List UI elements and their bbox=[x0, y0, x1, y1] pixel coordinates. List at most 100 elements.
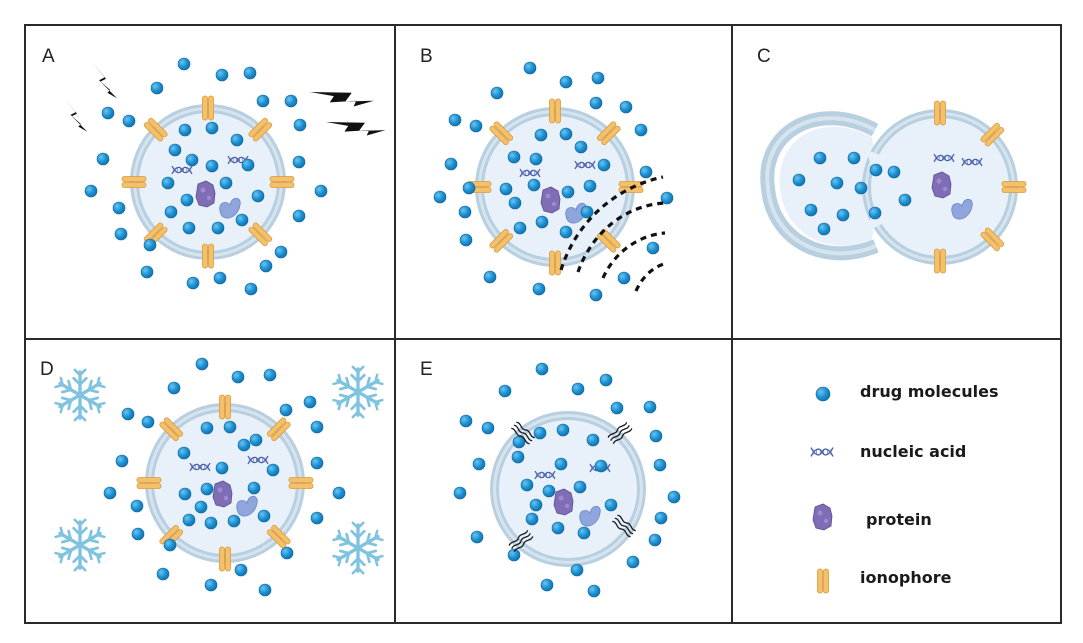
panel-label-a: A bbox=[42, 46, 55, 67]
drug-molecule bbox=[577, 526, 591, 540]
ionophore-icon bbox=[489, 121, 514, 146]
drug-molecule bbox=[84, 184, 98, 198]
ionophore-icon bbox=[489, 228, 514, 253]
panel-grid bbox=[24, 24, 1062, 624]
drug-molecule bbox=[279, 403, 293, 417]
drug-molecule bbox=[241, 158, 255, 172]
drug-molecule bbox=[247, 481, 261, 495]
panel-label-e: E bbox=[420, 359, 433, 380]
drug-molecule bbox=[303, 395, 317, 409]
drug-molecule bbox=[448, 113, 462, 127]
protein-icon bbox=[212, 480, 233, 508]
drug-molecule bbox=[310, 511, 324, 525]
drug-molecule bbox=[243, 66, 257, 80]
drug-molecule bbox=[648, 533, 662, 547]
drug-molecule bbox=[508, 196, 522, 210]
ionophore-icon bbox=[596, 121, 621, 146]
drug-molecule bbox=[114, 227, 128, 241]
ultrasound-wave bbox=[576, 201, 666, 273]
drug-molecule bbox=[130, 499, 144, 513]
ultrasound-wave bbox=[634, 261, 668, 292]
drug-molecule bbox=[535, 215, 549, 229]
drug-molecule bbox=[559, 225, 573, 239]
drug-molecule bbox=[813, 151, 827, 165]
drug-molecule bbox=[597, 158, 611, 172]
drug-molecule bbox=[498, 384, 512, 398]
ionophore-icon bbox=[159, 417, 184, 442]
drug-molecule bbox=[244, 282, 258, 296]
ionophore-icon bbox=[288, 477, 314, 489]
protein-icon bbox=[931, 171, 952, 199]
drug-molecule bbox=[292, 209, 306, 223]
drug-molecule bbox=[332, 486, 346, 500]
drug-molecule bbox=[215, 68, 229, 82]
drug-molecule bbox=[156, 567, 170, 581]
protein-secondary-icon bbox=[579, 505, 601, 527]
drug-molecule bbox=[230, 133, 244, 147]
drug-molecule bbox=[626, 555, 640, 569]
ionophore-icon bbox=[202, 243, 214, 269]
drug-molecule bbox=[164, 205, 178, 219]
snowflake-icon bbox=[332, 521, 384, 575]
panel-label-b: B bbox=[420, 46, 433, 67]
drug-molecule bbox=[284, 94, 298, 108]
drug-molecule bbox=[540, 578, 554, 592]
drug-molecule bbox=[453, 486, 467, 500]
drug-molecule bbox=[177, 446, 191, 460]
panel-d bbox=[54, 357, 384, 597]
panel-label-d: D bbox=[40, 359, 54, 380]
drug-molecule bbox=[112, 201, 126, 215]
drug-molecule bbox=[310, 456, 324, 470]
panel-e bbox=[453, 362, 681, 598]
drug-molecule bbox=[310, 420, 324, 434]
protein-icon bbox=[540, 186, 561, 214]
drug-molecule bbox=[163, 538, 177, 552]
ionophore-icon bbox=[136, 477, 162, 489]
drug-molecule bbox=[868, 206, 882, 220]
drug-molecule bbox=[444, 157, 458, 171]
drug-molecule bbox=[804, 203, 818, 217]
snowflake-icon bbox=[332, 365, 384, 419]
drug-molecule bbox=[574, 140, 588, 154]
drug-molecule bbox=[177, 57, 191, 71]
drug-molecule bbox=[292, 155, 306, 169]
ultrasound-wave bbox=[559, 175, 664, 271]
drug-molecule bbox=[182, 513, 196, 527]
nucleic-acid-icon bbox=[519, 168, 541, 178]
drug-molecule bbox=[469, 119, 483, 133]
drug-molecule bbox=[594, 459, 608, 473]
drug-molecule bbox=[499, 182, 513, 196]
ionophore-icon bbox=[596, 228, 621, 253]
drug-molecule bbox=[847, 151, 861, 165]
drug-molecule bbox=[513, 221, 527, 235]
legend-text-ionophore: ionophore bbox=[860, 568, 952, 587]
snowflake-icon bbox=[54, 368, 106, 422]
drug-molecule bbox=[534, 128, 548, 142]
drug-molecule bbox=[591, 71, 605, 85]
panel-b bbox=[433, 61, 674, 302]
drug-molecule bbox=[178, 487, 192, 501]
drug-molecule bbox=[830, 176, 844, 190]
drug-molecule bbox=[185, 153, 199, 167]
drug-molecule bbox=[234, 563, 248, 577]
drug-molecule bbox=[898, 193, 912, 207]
drug-molecule bbox=[122, 114, 136, 128]
drug-molecule bbox=[836, 208, 850, 222]
drug-molecule bbox=[293, 118, 307, 132]
drug-molecule bbox=[483, 270, 497, 284]
drug-molecule bbox=[643, 400, 657, 414]
drug-molecule bbox=[141, 415, 155, 429]
drug-molecule bbox=[507, 150, 521, 164]
drug-molecule bbox=[211, 221, 225, 235]
drug-molecule bbox=[219, 176, 233, 190]
drug-molecule bbox=[589, 96, 603, 110]
protein-icon bbox=[812, 503, 833, 531]
drug-molecule bbox=[251, 189, 265, 203]
drug-molecule bbox=[490, 86, 504, 100]
drug-molecule bbox=[205, 121, 219, 135]
ionophore-icon bbox=[980, 227, 1005, 252]
drug-molecule bbox=[580, 205, 594, 219]
drug-molecule bbox=[559, 127, 573, 141]
drug-molecule bbox=[204, 516, 218, 530]
